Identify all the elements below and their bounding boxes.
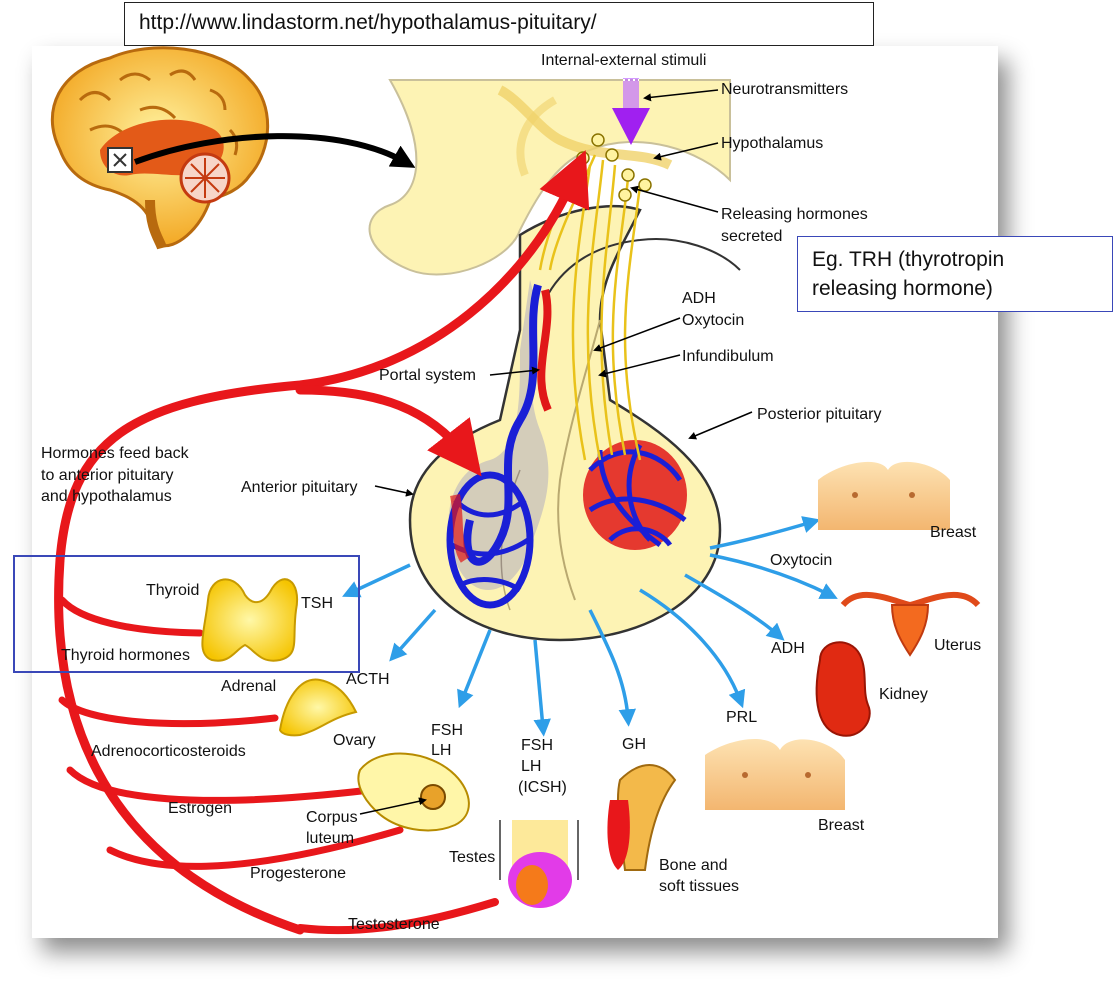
label-lh-1: LH: [431, 742, 451, 759]
diagram-labels: Internal-external stimuli Neurotransmitt…: [41, 52, 981, 933]
thyroid-gland: [201, 578, 299, 662]
label-adh-top: ADH: [682, 290, 716, 307]
label-icsh: (ICSH): [518, 779, 567, 796]
label-anterior-pituitary: Anterior pituitary: [241, 479, 358, 496]
label-tsh: TSH: [301, 595, 333, 612]
label-feedback-3: and hypothalamus: [41, 488, 172, 505]
label-feedback-1: Hormones feed back: [41, 445, 190, 462]
label-luteum: luteum: [306, 830, 354, 847]
label-releasing-1: Releasing hormones: [721, 206, 868, 223]
ovary: [357, 752, 470, 832]
trh-callout: Eg. TRH (thyrotropin releasing hormone): [797, 236, 1113, 312]
label-bone-1: Bone and: [659, 857, 728, 874]
label-fsh-1: FSH: [431, 722, 463, 739]
zoom-arrow: [133, 133, 416, 168]
label-infundibulum: Infundibulum: [682, 348, 774, 365]
feedback-arrows: [54, 150, 590, 935]
label-oxytocin-right: Oxytocin: [770, 552, 832, 569]
testes: [499, 820, 579, 908]
breast-bottom: [705, 739, 845, 810]
adrenal-gland: [278, 678, 358, 737]
label-feedback-2: to anterior pituitary: [41, 467, 174, 484]
label-thyroid: Thyroid: [146, 582, 199, 599]
source-url-text: http://www.lindastorm.net/hypothalamus-p…: [139, 11, 597, 34]
label-prl: PRL: [726, 709, 757, 726]
leader-lines: [359, 89, 753, 815]
label-stimuli: Internal-external stimuli: [541, 52, 706, 69]
label-estrogen: Estrogen: [168, 800, 232, 817]
label-neurotransmitters: Neurotransmitters: [721, 81, 848, 98]
source-url: http://www.lindastorm.net/hypothalamus-p…: [124, 2, 874, 46]
label-fsh-2: FSH: [521, 737, 553, 754]
label-bone-2: soft tissues: [659, 878, 739, 895]
label-adrenocorticosteroids: Adrenocorticosteroids: [91, 743, 246, 760]
label-testes: Testes: [449, 849, 495, 866]
kidney: [815, 641, 871, 737]
label-uterus: Uterus: [934, 637, 981, 654]
pituitary-gland: [408, 133, 741, 642]
stimulus-arrow: [612, 78, 650, 145]
target-arrows: [342, 516, 838, 737]
label-breast-bottom: Breast: [818, 817, 865, 834]
label-kidney: Kidney: [879, 686, 928, 703]
label-oxytocin-top: Oxytocin: [682, 312, 744, 329]
trh-callout-line1: Eg. TRH (thyrotropin: [812, 248, 1005, 271]
label-acth: ACTH: [346, 671, 390, 688]
bone: [607, 764, 677, 871]
label-corpus: Corpus: [306, 809, 358, 826]
uterus: [840, 591, 981, 657]
label-hypothalamus: Hypothalamus: [721, 135, 823, 152]
label-adh-bottom: ADH: [771, 640, 805, 657]
label-posterior-pituitary: Posterior pituitary: [757, 406, 882, 423]
label-testosterone: Testosterone: [348, 916, 440, 933]
label-adrenal: Adrenal: [221, 678, 276, 695]
thyroid-highlight-box: [13, 555, 360, 673]
trh-callout-line2: releasing hormone): [812, 277, 993, 300]
label-releasing-2: secreted: [721, 228, 782, 245]
label-progesterone: Progesterone: [250, 865, 346, 882]
breast-top: [818, 461, 950, 530]
label-gh: GH: [622, 736, 646, 753]
label-breast-top: Breast: [930, 524, 977, 541]
label-ovary: Ovary: [333, 732, 376, 749]
brain-illustration: [50, 46, 270, 250]
label-portal-system: Portal system: [379, 367, 476, 384]
label-lh-2: LH: [521, 758, 541, 775]
label-thyroid-hormones: Thyroid hormones: [61, 647, 190, 664]
